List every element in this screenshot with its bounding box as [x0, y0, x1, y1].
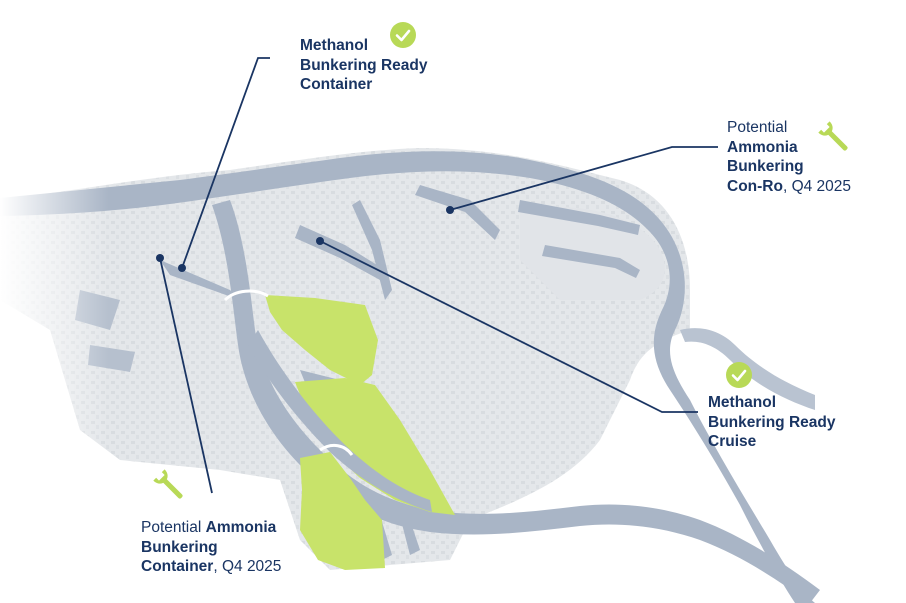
label-bold-part: Container	[141, 558, 214, 575]
label-ammonia-container: Potential Ammonia Bunkering Container, Q…	[141, 518, 281, 577]
checkmark-circle-icon	[390, 22, 416, 48]
label-line: Container, Q4 2025	[141, 557, 281, 577]
label-line: Potential Ammonia	[141, 518, 281, 538]
leader-ammonia-conro	[449, 146, 718, 211]
label-line: Cruise	[708, 433, 757, 450]
leader-methanol-cruise	[319, 240, 698, 413]
wrench-icon	[153, 469, 183, 499]
label-line: Methanol	[708, 394, 777, 411]
label-line: Methanol	[300, 37, 369, 54]
leader-methanol-container	[181, 57, 270, 269]
label-line: Con-Ro, Q4 2025	[727, 177, 851, 197]
checkmark-circle-icon	[726, 362, 752, 388]
label-bold-part: Ammonia	[205, 519, 277, 536]
label-regular-part: , Q4 2025	[782, 177, 852, 195]
marker-methanol-cruise	[316, 237, 324, 245]
label-line: Container	[300, 76, 373, 93]
label-line: Potential	[727, 119, 788, 136]
label-line: Bunkering	[141, 538, 218, 556]
label-bold-part: Con-Ro	[727, 177, 783, 195]
label-methanol-container: Methanol Bunkering Ready Container	[300, 36, 427, 95]
marker-methanol-container	[178, 264, 186, 272]
label-line: Bunkering Ready	[300, 56, 428, 74]
label-regular-part: , Q4 2025	[213, 558, 282, 575]
wrench-icon	[818, 121, 848, 151]
label-methanol-cruise: Methanol Bunkering Ready Cruise	[708, 393, 835, 452]
marker-ammonia-container	[156, 254, 164, 262]
marker-ammonia-conro	[446, 206, 454, 214]
label-line: Ammonia	[727, 138, 798, 156]
label-line: Bunkering Ready	[708, 413, 836, 431]
label-line: Bunkering	[727, 158, 804, 175]
label-regular-part: Potential	[141, 519, 206, 536]
leader-ammonia-container	[159, 257, 213, 494]
label-ammonia-conro: Potential Ammonia Bunkering Con-Ro, Q4 2…	[727, 118, 851, 196]
